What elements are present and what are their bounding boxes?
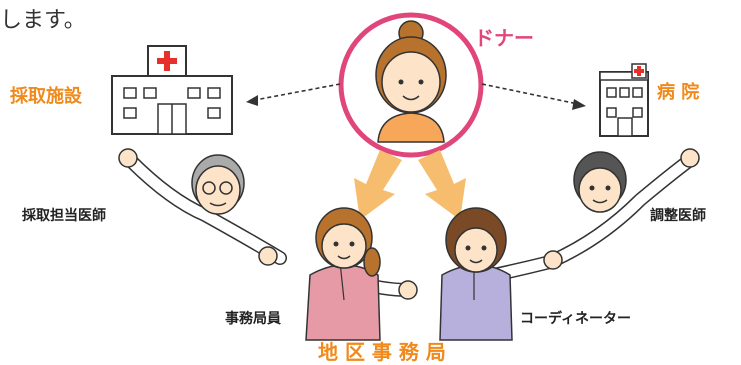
collection-doctor-label: 採取担当医師 <box>22 208 106 224</box>
coordinating-doctor-figure <box>573 151 627 213</box>
regional-office-label: 地 区 事 務 局 <box>318 340 446 364</box>
coordinator-figure <box>439 207 513 341</box>
dashed-arrows <box>246 83 586 110</box>
donor-body <box>377 112 445 143</box>
donor-label: ドナー <box>474 26 534 50</box>
hands <box>118 148 700 300</box>
hospital-icon <box>599 63 649 137</box>
intro-text: します。 <box>0 8 86 33</box>
hospital-label: 病 院 <box>657 82 700 103</box>
coordinator-label: コーディネーター <box>520 311 632 327</box>
donor-face <box>381 51 441 113</box>
collection-doctor-figure <box>191 154 245 215</box>
collection-facility-icon <box>111 45 233 135</box>
office-staff-label: 事務局員 <box>225 311 281 327</box>
donor-group <box>338 12 484 158</box>
office-staff-figure <box>305 207 381 341</box>
coordinating-doctor-label: 調整医師 <box>650 208 706 224</box>
donor-to-office-arrows <box>354 150 466 220</box>
collection-facility-label: 採取施設 <box>10 86 82 107</box>
